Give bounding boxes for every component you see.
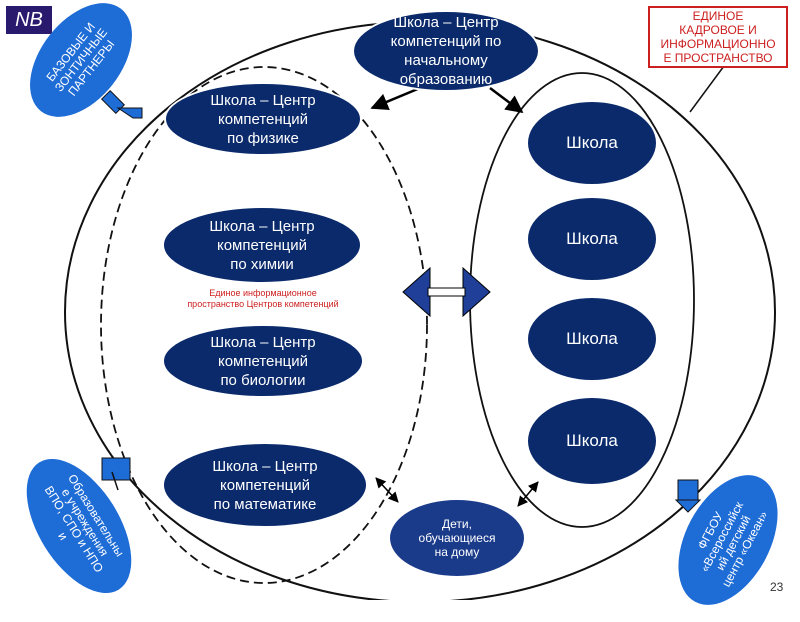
school-node-2: Школа: [526, 196, 658, 282]
primary-center-line-2: компетенций по: [390, 33, 502, 50]
partner-arrow-left: [101, 457, 131, 491]
primary-right-arrow: [489, 87, 524, 114]
partner-arrow-top: [100, 89, 143, 119]
page-number: 23: [770, 580, 784, 594]
biology-center-line-1: Школа – Центр: [210, 333, 316, 351]
math-center-line-3: по математике: [213, 495, 317, 513]
diagram-canvas: [64, 21, 776, 600]
school-label-1: Школа: [566, 133, 618, 152]
physics-center-node: Школа – Центр компетенций по физике: [164, 82, 362, 156]
school-label-2: Школа: [566, 229, 618, 248]
primary-center-line-4: образованию: [399, 71, 493, 88]
math-center-node: Школа – Центр компетенций по математике: [162, 442, 368, 528]
nb-badge: NB: [4, 4, 54, 36]
school-label-4: Школа: [566, 431, 618, 450]
physics-center-line-2: компетенций: [217, 110, 309, 128]
physics-center-line-1: Школа – Центр: [210, 91, 316, 109]
unified-space-label: ЕДИНОЕ КАДРОВОЕ И ИНФОРМАЦИОННО Е ПРОСТР…: [648, 6, 788, 68]
school-node-1: Школа: [526, 100, 658, 186]
primary-center-node: Школа – Центр компетенций по начальному …: [352, 10, 540, 92]
primary-center-line-3: начальному: [404, 52, 488, 69]
home-right-arrow: [517, 481, 539, 507]
chemistry-center-line-1: Школа – Центр: [209, 217, 315, 235]
biology-center-line-2: компетенций: [217, 352, 309, 370]
school-label-3: Школа: [566, 329, 618, 348]
math-center-line-2: компетенций: [219, 476, 311, 494]
physics-center-line-3: по физике: [227, 129, 299, 147]
competence-centers-ellipse: [100, 66, 428, 584]
info-space-label: Единое информационное пространство Центр…: [187, 288, 339, 309]
partner-arrow-right: [674, 479, 702, 513]
home-children-line-3: на дому: [434, 545, 480, 559]
home-children-line-1: Дети,: [442, 517, 472, 531]
home-children-line-2: обучающиеся: [418, 531, 496, 545]
chemistry-center-line-2: компетенций: [216, 236, 308, 254]
double-arrow-icon: [402, 266, 491, 318]
biology-center-node: Школа – Центр компетенций по биологии: [162, 324, 364, 398]
primary-left-arrow: [370, 86, 421, 111]
math-center-line-1: Школа – Центр: [212, 457, 318, 475]
school-node-4: Школа: [526, 396, 658, 486]
home-left-arrow: [375, 477, 399, 503]
home-children-node: Дети, обучающиеся на дому: [388, 498, 526, 578]
chemistry-center-line-3: по химии: [230, 255, 294, 273]
unified-space-leader-line: [689, 65, 725, 113]
chemistry-center-node: Школа – Центр компетенций по химии: [162, 206, 362, 284]
school-node-3: Школа: [526, 296, 658, 382]
primary-center-line-1: Школа – Центр: [393, 14, 499, 31]
biology-center-line-3: по биологии: [220, 371, 306, 389]
